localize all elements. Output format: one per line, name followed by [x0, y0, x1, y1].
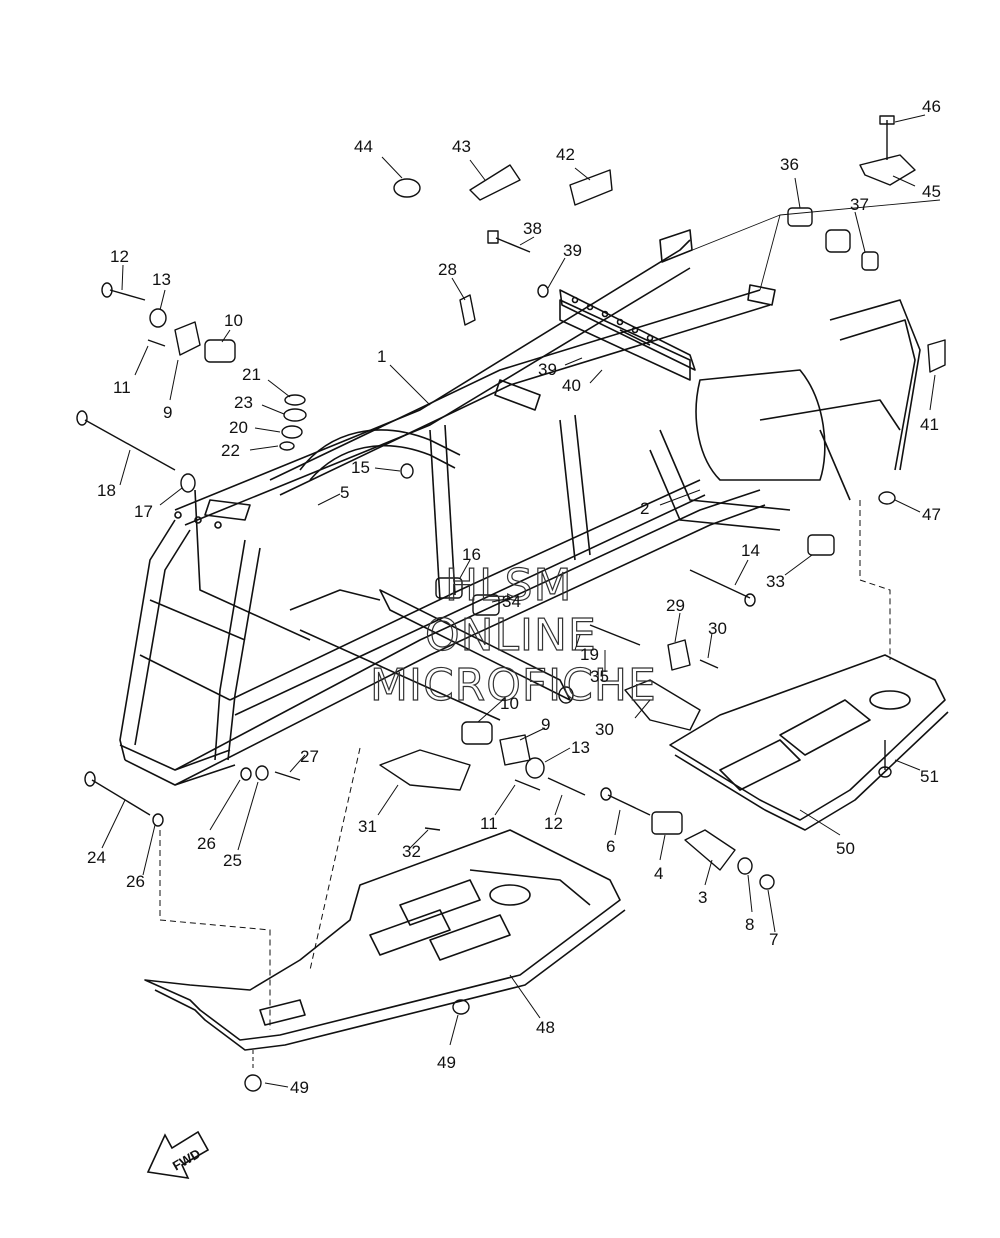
small-parts-drawing [76, 115, 946, 1092]
callout-9-lower: 9 [541, 715, 550, 734]
callout-27: 27 [300, 747, 319, 766]
callout-3: 3 [698, 888, 707, 907]
callout-31: 31 [358, 817, 377, 836]
callout-24: 24 [87, 848, 106, 867]
callout-11-upper: 11 [113, 378, 131, 397]
callout-30-upper: 30 [708, 619, 727, 638]
callout-23: 23 [234, 393, 253, 412]
main-frame-drawing [119, 199, 941, 786]
callout-10-upper: 10 [224, 311, 243, 330]
callout-42: 42 [556, 145, 575, 164]
callout-9-upper: 9 [163, 403, 172, 422]
callout-2: 2 [640, 499, 649, 518]
callout-21: 21 [242, 365, 261, 384]
callout-29: 29 [666, 596, 685, 615]
callout-33: 33 [766, 572, 785, 591]
callout-7: 7 [769, 930, 778, 949]
callout-14: 14 [741, 541, 760, 560]
callout-labels: 44 43 42 46 45 36 37 38 39 28 12 13 10 1… [87, 97, 941, 1097]
callout-46: 46 [922, 97, 941, 116]
callout-47: 47 [922, 505, 941, 524]
callout-13-lower: 13 [571, 738, 590, 757]
callout-43: 43 [452, 137, 471, 156]
callout-16: 16 [462, 545, 481, 564]
front-skid-plate-drawing [144, 829, 626, 1051]
callout-41: 41 [920, 415, 939, 434]
callout-36: 36 [780, 155, 799, 174]
callout-51: 51 [920, 767, 939, 786]
callout-38: 38 [523, 219, 542, 238]
callout-34: 34 [502, 592, 521, 611]
callout-1: 1 [377, 347, 386, 366]
callout-12-lower: 12 [544, 814, 563, 833]
callout-10-lower: 10 [500, 694, 519, 713]
callout-5: 5 [340, 483, 349, 502]
callout-13-upper: 13 [152, 270, 171, 289]
callout-35: 35 [590, 667, 609, 686]
callout-39-upper: 39 [563, 241, 582, 260]
callout-15: 15 [351, 458, 370, 477]
callout-48: 48 [536, 1018, 555, 1037]
callout-45: 45 [922, 182, 941, 201]
callout-49-left: 49 [290, 1078, 309, 1097]
callout-26-left: 26 [126, 872, 145, 891]
watermark: HLSM ONLINE MICROFICHE [369, 559, 657, 711]
callout-44: 44 [354, 137, 373, 156]
watermark-line-2: ONLINE [425, 610, 597, 661]
callout-30-lower: 30 [595, 720, 614, 739]
callout-37: 37 [850, 195, 869, 214]
callout-50: 50 [836, 839, 855, 858]
callout-20: 20 [229, 418, 248, 437]
callout-25: 25 [223, 851, 242, 870]
watermark-line-3: MICROFICHE [370, 660, 657, 711]
rear-skid-plate-drawing [669, 654, 949, 831]
callout-49-middle: 49 [437, 1053, 456, 1072]
callout-40: 40 [562, 376, 581, 395]
callout-22: 22 [221, 441, 240, 460]
callout-18: 18 [97, 481, 116, 500]
fwd-label: FWD [170, 1146, 203, 1174]
leader-lines [101, 114, 936, 1088]
fwd-arrow: FWD [146, 1130, 210, 1180]
callout-28: 28 [438, 260, 457, 279]
callout-4: 4 [654, 864, 663, 883]
callout-6: 6 [606, 837, 615, 856]
callout-32: 32 [402, 842, 421, 861]
callout-19: 19 [580, 645, 599, 664]
callout-8: 8 [745, 915, 754, 934]
callout-26-right: 26 [197, 834, 216, 853]
callout-11-lower: 11 [480, 814, 498, 833]
callout-17: 17 [134, 502, 153, 521]
callout-39-middle: 39 [538, 360, 557, 379]
callout-12-upper: 12 [110, 247, 129, 266]
